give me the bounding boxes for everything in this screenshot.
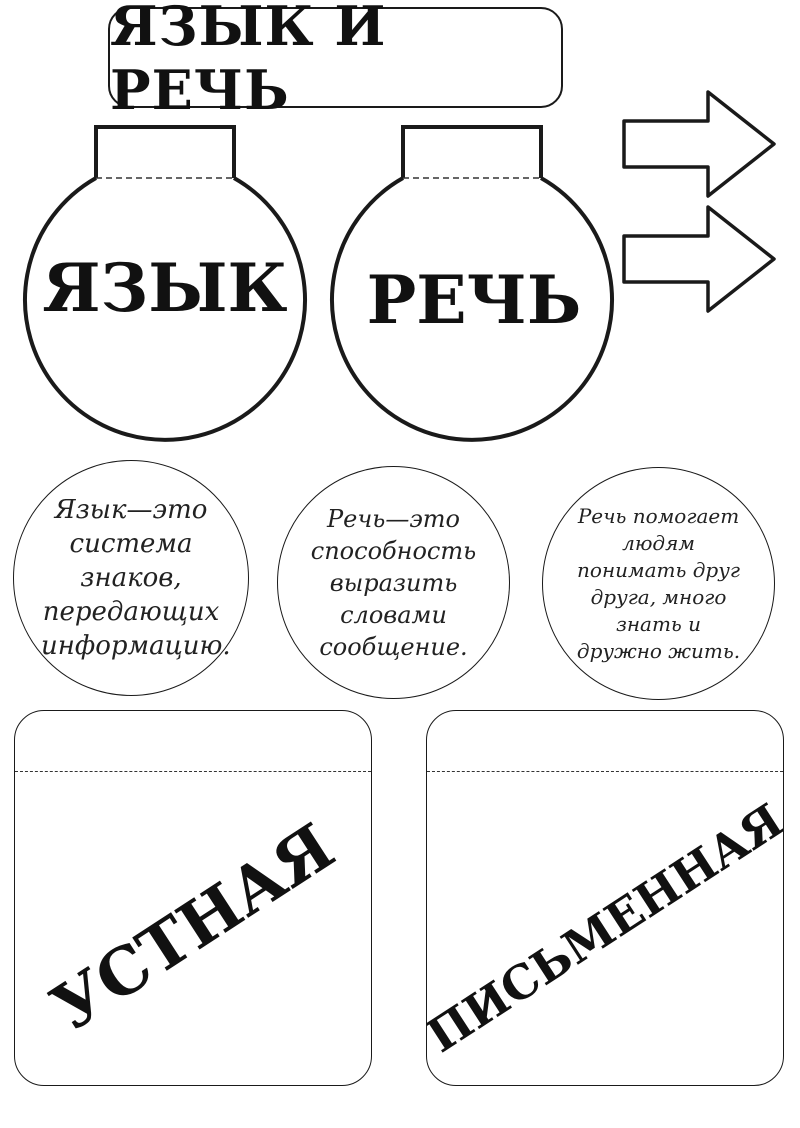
pocket-oral: УСТНАЯ	[14, 710, 372, 1086]
pocket-label-oral: УСТНАЯ	[38, 809, 348, 1047]
pocket-label-written: ПИСЬМЕННАЯ	[426, 792, 784, 1063]
title-box: ЯЗЫК И РЕЧЬ	[108, 0, 563, 122]
ornament-yazyk: ЯЗЫК	[23, 125, 307, 442]
definition-circle-speech: Речь—это способность выразить словами со…	[277, 466, 510, 699]
ornament-label-yazyk: ЯЗЫК	[42, 249, 287, 327]
pocket-written: ПИСЬМЕННАЯ	[426, 710, 784, 1086]
definition-text: Речь помогает людям понимать друг друга,…	[576, 503, 741, 663]
arrow-right-icon	[622, 90, 776, 198]
definition-text: Язык—это система знаков, передающих инфо…	[41, 495, 231, 661]
definition-circle-purpose: Речь помогает людям понимать друг друга,…	[542, 467, 775, 700]
arrow-right-icon	[622, 205, 776, 313]
ornament-rech: РЕЧЬ	[330, 125, 614, 442]
ornament-label-rech: РЕЧЬ	[367, 261, 582, 339]
cut-line	[15, 771, 371, 772]
page-title: ЯЗЫК И РЕЧЬ	[110, 0, 387, 122]
ornaments-and-arrows: ЯЗЫК РЕЧЬ	[23, 90, 776, 442]
definition-text: Речь—это способность выразить словами со…	[310, 504, 477, 661]
definition-circle-language: Язык—это система знаков, передающих инфо…	[13, 460, 249, 696]
cut-line	[427, 771, 783, 772]
